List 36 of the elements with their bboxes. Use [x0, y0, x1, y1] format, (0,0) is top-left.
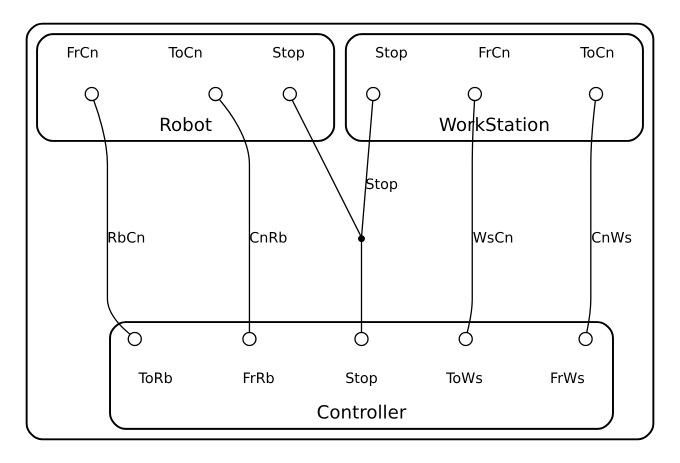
- node-label: FrCn: [478, 45, 510, 62]
- connector: [219, 100, 250, 332]
- edge-label: CnWs: [591, 230, 632, 246]
- connector: [466, 100, 476, 332]
- node-label: Stop: [272, 45, 305, 62]
- node-circle: [588, 86, 604, 102]
- node-label: Stop: [345, 371, 378, 388]
- connector: [360, 100, 374, 236]
- node-circle: [366, 86, 380, 102]
- node-circle: [458, 332, 473, 346]
- edge-label: CnRb: [249, 230, 288, 246]
- node-circle: [84, 86, 99, 102]
- node-circle: [578, 332, 593, 346]
- connector: [586, 100, 596, 332]
- node-circle: [282, 86, 297, 102]
- node-label: Stop: [375, 45, 408, 62]
- node-circle: [354, 332, 369, 346]
- connector: [292, 100, 362, 236]
- node-point: [358, 235, 365, 242]
- node-circle: [468, 86, 482, 102]
- edge-label: RbCn: [107, 230, 146, 246]
- node-label: FrCn: [66, 45, 99, 62]
- node-label: ToRb: [138, 371, 173, 388]
- node-circle: [242, 332, 257, 346]
- edge-label: WsCn: [472, 230, 514, 246]
- connector: [360, 242, 362, 332]
- node-label: ToCn: [168, 45, 203, 62]
- edge-label: Stop: [365, 176, 398, 193]
- node-circle: [128, 332, 142, 346]
- connector: [93, 100, 130, 335]
- node-circle: [208, 86, 223, 102]
- node-label: ToCn: [580, 45, 614, 62]
- node-label: FrWs: [550, 371, 585, 388]
- cluster: [26, 22, 654, 440]
- node-label: FrRb: [242, 371, 275, 388]
- node-label: ToWs: [446, 371, 483, 388]
